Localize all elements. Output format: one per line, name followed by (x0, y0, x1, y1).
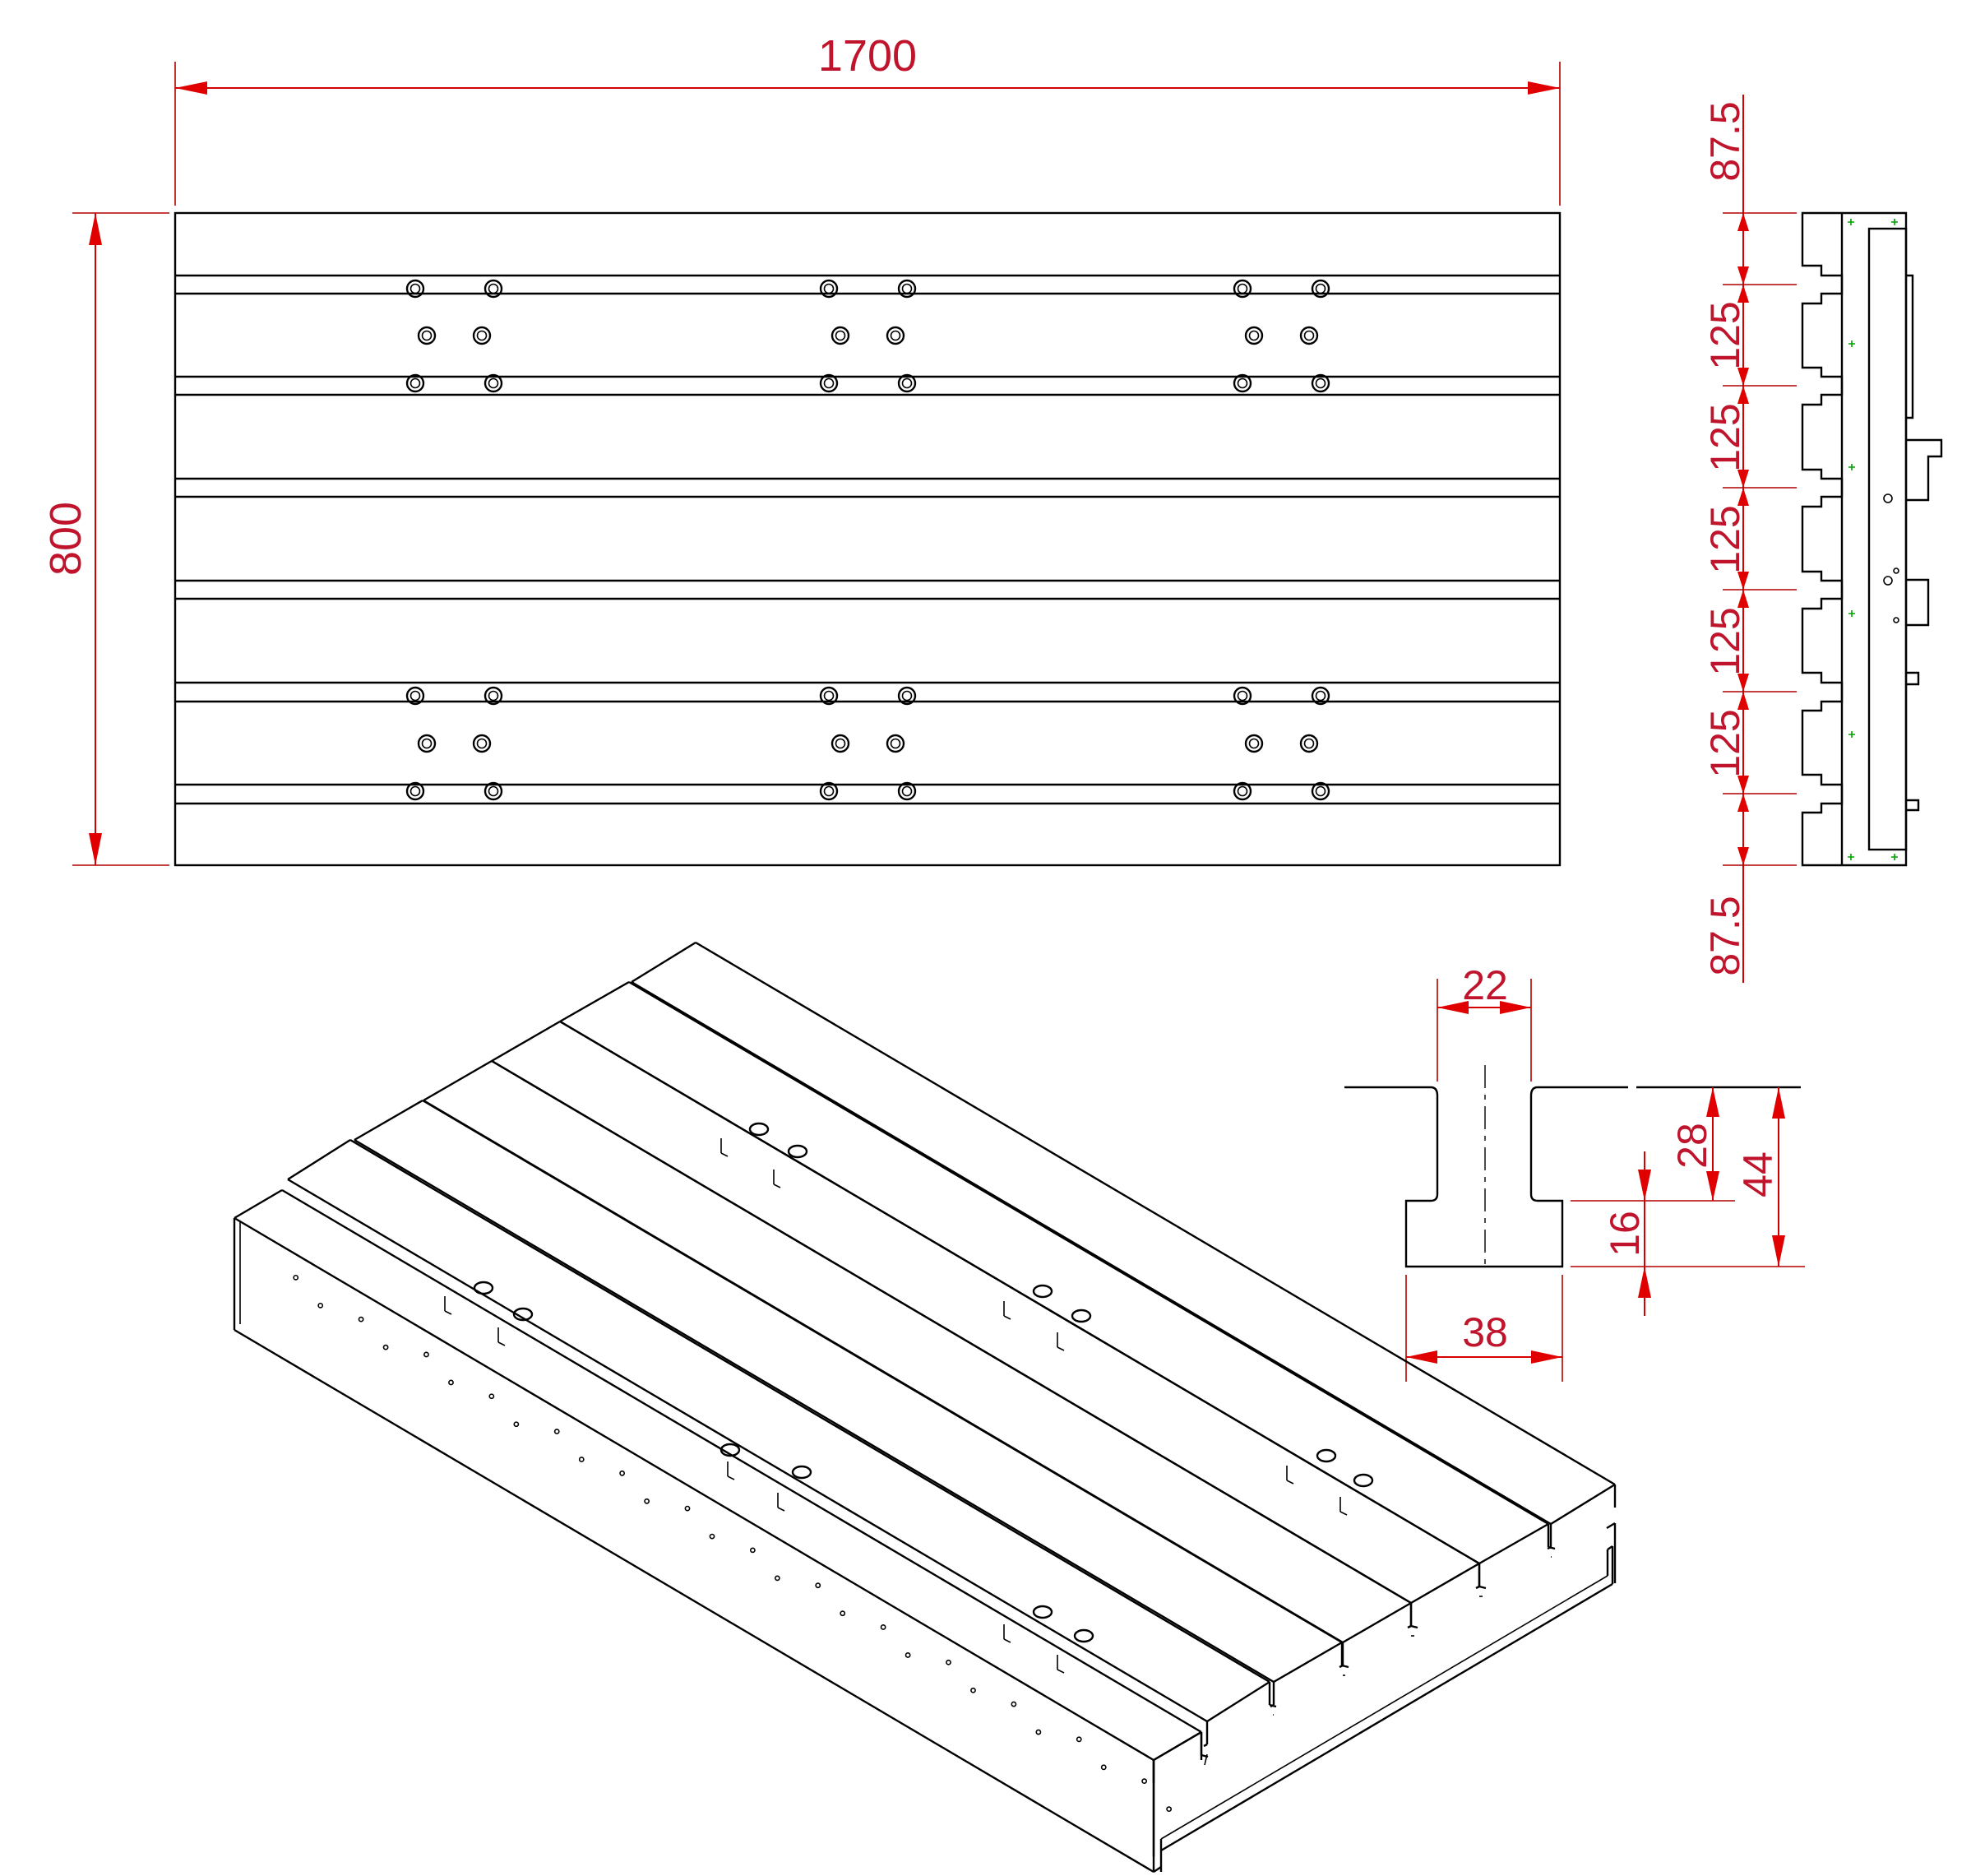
side-rail (1867, 227, 1908, 851)
dimension-text-spacing-3: 125 (1702, 505, 1748, 573)
dimension-text-slot-base: 38 (1462, 1309, 1508, 1355)
dimension-text-slot-width: 22 (1462, 962, 1508, 1008)
plan-outline (174, 211, 1562, 867)
side-brackets (1906, 274, 1943, 812)
dimension-side-chain: 87.5 125 125 125 125 125 87.5 (1702, 95, 1797, 983)
dimension-text-bottom-margin: 87.5 (1702, 896, 1748, 975)
plan-slots (175, 274, 1560, 805)
plan-mounting-holes (405, 279, 1330, 801)
dimension-text-spacing-1: 125 (1702, 301, 1748, 369)
dimension-text-spacing-4: 125 (1702, 607, 1748, 675)
dimension-text-head-height: 16 (1602, 1211, 1648, 1257)
side-green-markers (1848, 219, 1898, 860)
dimension-length-1700: 1700 (174, 31, 1561, 206)
t-slot-profile (1344, 1086, 1628, 1268)
dimension-height-800: 800 (41, 212, 169, 866)
dimension-text-1700: 1700 (818, 31, 917, 81)
side-view (1801, 211, 1943, 867)
plan-view (174, 211, 1562, 867)
dimension-text-800: 800 (41, 502, 90, 576)
dimension-text-total-depth: 44 (1735, 1151, 1781, 1197)
isometric-view (233, 941, 1617, 1874)
dimension-text-spacing-2: 125 (1702, 403, 1748, 471)
dimension-text-top-margin: 87.5 (1702, 101, 1748, 181)
side-profile (1801, 211, 1908, 867)
dimension-text-slot-depth: 28 (1669, 1123, 1715, 1169)
t-slot-detail: 22 38 28 44 16 (1344, 962, 1805, 1382)
dimension-text-spacing-5: 125 (1702, 709, 1748, 777)
